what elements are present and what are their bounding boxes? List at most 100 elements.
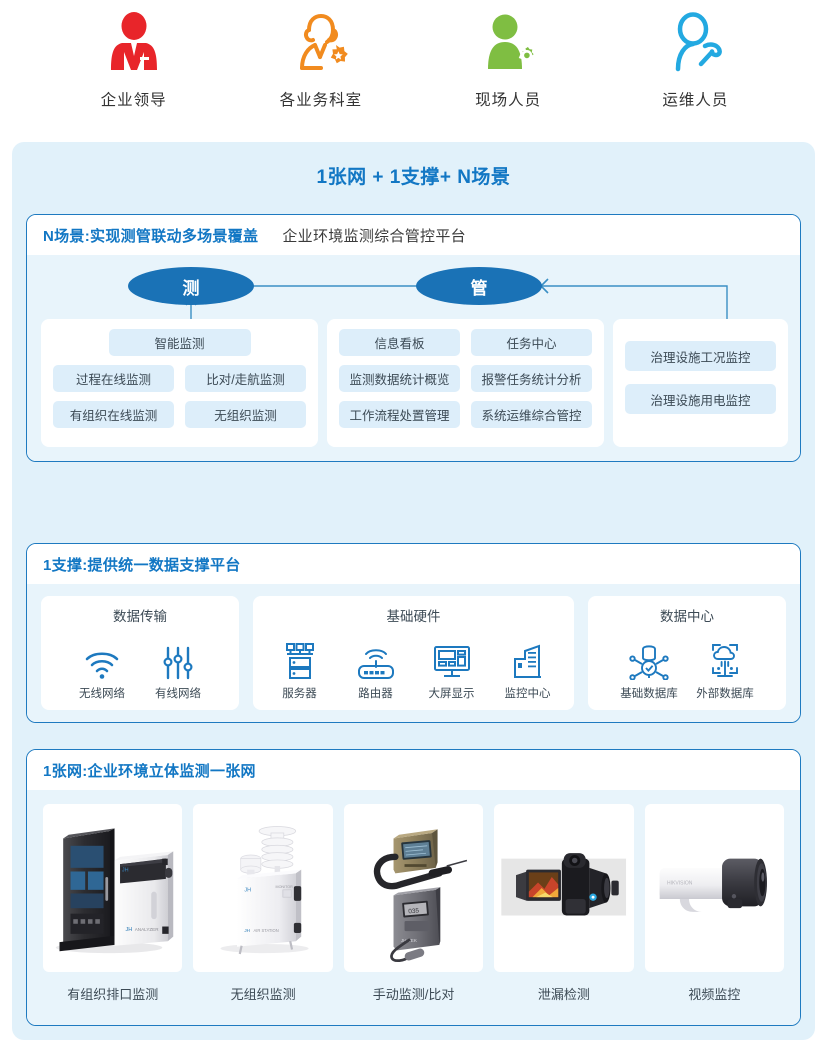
device-unorganized: JH MONITOR JH AIR STATION 无组织监测 <box>193 804 333 1019</box>
section-header: N场景:实现测管联动多场景覆盖 企业环境监测综合管控平台 <box>27 215 800 255</box>
section-tag: 1张网:企业环境立体监测一张网 <box>43 762 256 780</box>
svg-text:MONITOR: MONITOR <box>276 885 294 889</box>
support-item-server[interactable]: 服务器 <box>264 638 336 701</box>
support-item-label: 外部数据库 <box>696 688 754 700</box>
management-group: 信息看板 任务中心 监测数据统计概览 报警任务统计分析 工作流程处置管理 系统运… <box>327 319 604 447</box>
support-items: 服务器 <box>253 629 574 710</box>
device-video-surveillance: HIKVISION 视频监控 <box>644 804 785 1019</box>
device-photo: JH ANALYZER JH <box>43 804 183 972</box>
section-body: JH ANALYZER JH 有组织排口监测 <box>27 790 800 1025</box>
support-item-label: 监控中心 <box>504 688 551 700</box>
chip-organized-online-monitoring[interactable]: 有组织在线监测 <box>53 401 174 428</box>
support-item-router[interactable]: 路由器 <box>340 638 412 701</box>
support-item-wireless[interactable]: 无线网络 <box>66 638 138 701</box>
device-label: 视频监控 <box>688 987 741 1002</box>
support-item-label: 服务器 <box>282 688 317 700</box>
section-network: 1张网:企业环境立体监测一张网 <box>26 749 801 1026</box>
big-screen-icon <box>432 638 472 680</box>
server-icon <box>283 638 317 680</box>
chip-monitoring-data-overview[interactable]: 监测数据统计概览 <box>339 365 460 392</box>
executive-person-icon <box>104 8 164 78</box>
chip-row: 过程在线监测 比对/走航监测 <box>53 365 306 392</box>
chip-alarm-task-analysis[interactable]: 报警任务统计分析 <box>471 365 592 392</box>
base-database-icon <box>627 638 671 680</box>
treatment-group: 治理设施工况监控 治理设施用电监控 <box>613 319 788 447</box>
chip-treatment-facility-condition[interactable]: 治理设施工况监控 <box>625 341 776 371</box>
svg-text:JH: JH <box>126 927 133 933</box>
section-tag: 1支撑:提供统一数据支撑平台 <box>43 556 241 574</box>
field-staff-person-icon <box>478 8 538 78</box>
support-items: 无线网络 <box>41 629 239 710</box>
section-header: 1张网:企业环境立体监测一张网 <box>27 750 800 790</box>
chip-info-dashboard[interactable]: 信息看板 <box>339 329 460 356</box>
chip-row: 工作流程处置管理 系统运维综合管控 <box>339 401 592 428</box>
device-photo: 035 JH-TEK <box>343 804 484 972</box>
support-item-base-database[interactable]: 基础数据库 <box>613 638 685 701</box>
chip-treatment-facility-power[interactable]: 治理设施用电监控 <box>625 384 776 414</box>
support-item-label: 路由器 <box>358 688 393 700</box>
persona-maintenance: 运维人员 <box>602 8 789 130</box>
device-label: 有组织排口监测 <box>67 987 159 1002</box>
support-item-external-database[interactable]: 外部数据库 <box>689 638 761 701</box>
device-label: 泄漏检测 <box>537 987 590 1002</box>
svg-text:HIKVISION: HIKVISION <box>667 880 693 886</box>
support-item-wired[interactable]: 有线网络 <box>142 638 214 701</box>
chip-unorganized-monitoring[interactable]: 无组织监测 <box>185 401 306 428</box>
support-item-label: 大屏显示 <box>428 688 475 700</box>
chip-row: 信息看板 任务中心 <box>339 329 592 356</box>
persona-department: 各业务科室 <box>227 8 414 130</box>
support-item-big-screen[interactable]: 大屏显示 <box>416 638 488 701</box>
node-measure[interactable]: 测 <box>128 267 254 305</box>
support-card-data-transmission: 数据传输 <box>41 596 240 710</box>
section-tag: N场景:实现测管联动多场景覆盖 <box>43 227 259 245</box>
support-card-title: 数据传输 <box>113 609 168 624</box>
device-photo: JH MONITOR JH AIR STATION <box>193 804 333 972</box>
section-body: 数据传输 <box>27 584 800 722</box>
wired-network-icon <box>160 638 196 680</box>
chip-smart-monitoring[interactable]: 智能监测 <box>108 329 251 356</box>
chip-comparison-mobile-monitoring[interactable]: 比对/走航监测 <box>185 365 306 392</box>
chip-workflow-management[interactable]: 工作流程处置管理 <box>339 401 460 428</box>
persona-executive: 企业领导 <box>40 8 227 130</box>
control-center-building-icon <box>512 638 544 680</box>
persona-label: 各业务科室 <box>279 92 363 109</box>
wifi-icon <box>84 638 120 680</box>
device-organized-outlet: JH ANALYZER JH 有组织排口监测 <box>43 804 183 1019</box>
device-leak-detection: 泄漏检测 <box>494 804 634 1019</box>
svg-text:JH: JH <box>122 867 129 873</box>
svg-text:ANALYZER: ANALYZER <box>135 927 160 932</box>
persona-row: 企业领导 各业务科室 <box>0 0 829 130</box>
persona-label: 现场人员 <box>475 92 542 109</box>
persona-label: 运维人员 <box>662 92 729 109</box>
chip-row: 监测数据统计概览 报警任务统计分析 <box>339 365 592 392</box>
department-person-icon <box>291 8 351 78</box>
chip-row: 有组织在线监测 无组织监测 <box>53 401 306 428</box>
support-card-hardware: 基础硬件 <box>253 596 574 710</box>
device-photo: HIKVISION <box>644 804 785 972</box>
support-card-data-center: 数据中心 <box>587 596 786 710</box>
monitoring-group: 智能监测 过程在线监测 比对/走航监测 有组织在线监测 无组织监测 <box>41 319 318 447</box>
device-photo <box>494 804 634 972</box>
section-support: 1支撑:提供统一数据支撑平台 数据传输 <box>26 543 801 723</box>
chip-task-center[interactable]: 任务中心 <box>471 329 592 356</box>
external-database-cloud-icon <box>706 638 744 680</box>
chip-process-online-monitoring[interactable]: 过程在线监测 <box>53 365 174 392</box>
node-manage[interactable]: 管 <box>416 267 542 305</box>
device-manual-monitoring: 035 JH-TEK 手动监测/比对 <box>343 804 484 1019</box>
device-label: 手动监测/比对 <box>372 987 455 1002</box>
support-card-title: 数据中心 <box>659 609 714 624</box>
device-label: 无组织监测 <box>230 987 296 1002</box>
support-item-label: 有线网络 <box>155 688 202 700</box>
support-item-label: 基础数据库 <box>620 688 678 700</box>
chip-system-ops-management[interactable]: 系统运维综合管控 <box>471 401 592 428</box>
support-item-label: 无线网络 <box>79 688 126 700</box>
page-title: 1张网 + 1支撑+ N场景 <box>316 167 511 188</box>
section-body: 测 管 智能监测 过程在线监测 比对/走航监测 有组织在线监测 无组织监测 信息… <box>27 255 800 461</box>
support-item-control-center[interactable]: 监控中心 <box>492 638 564 701</box>
svg-text:AIR STATION: AIR STATION <box>254 928 279 933</box>
persona-field-staff: 现场人员 <box>415 8 602 130</box>
support-items: 基础数据库 <box>588 629 786 710</box>
support-card-title: 基础硬件 <box>386 609 441 624</box>
section-subtitle: 企业环境监测综合管控平台 <box>282 227 466 245</box>
maintenance-person-icon <box>665 8 725 78</box>
